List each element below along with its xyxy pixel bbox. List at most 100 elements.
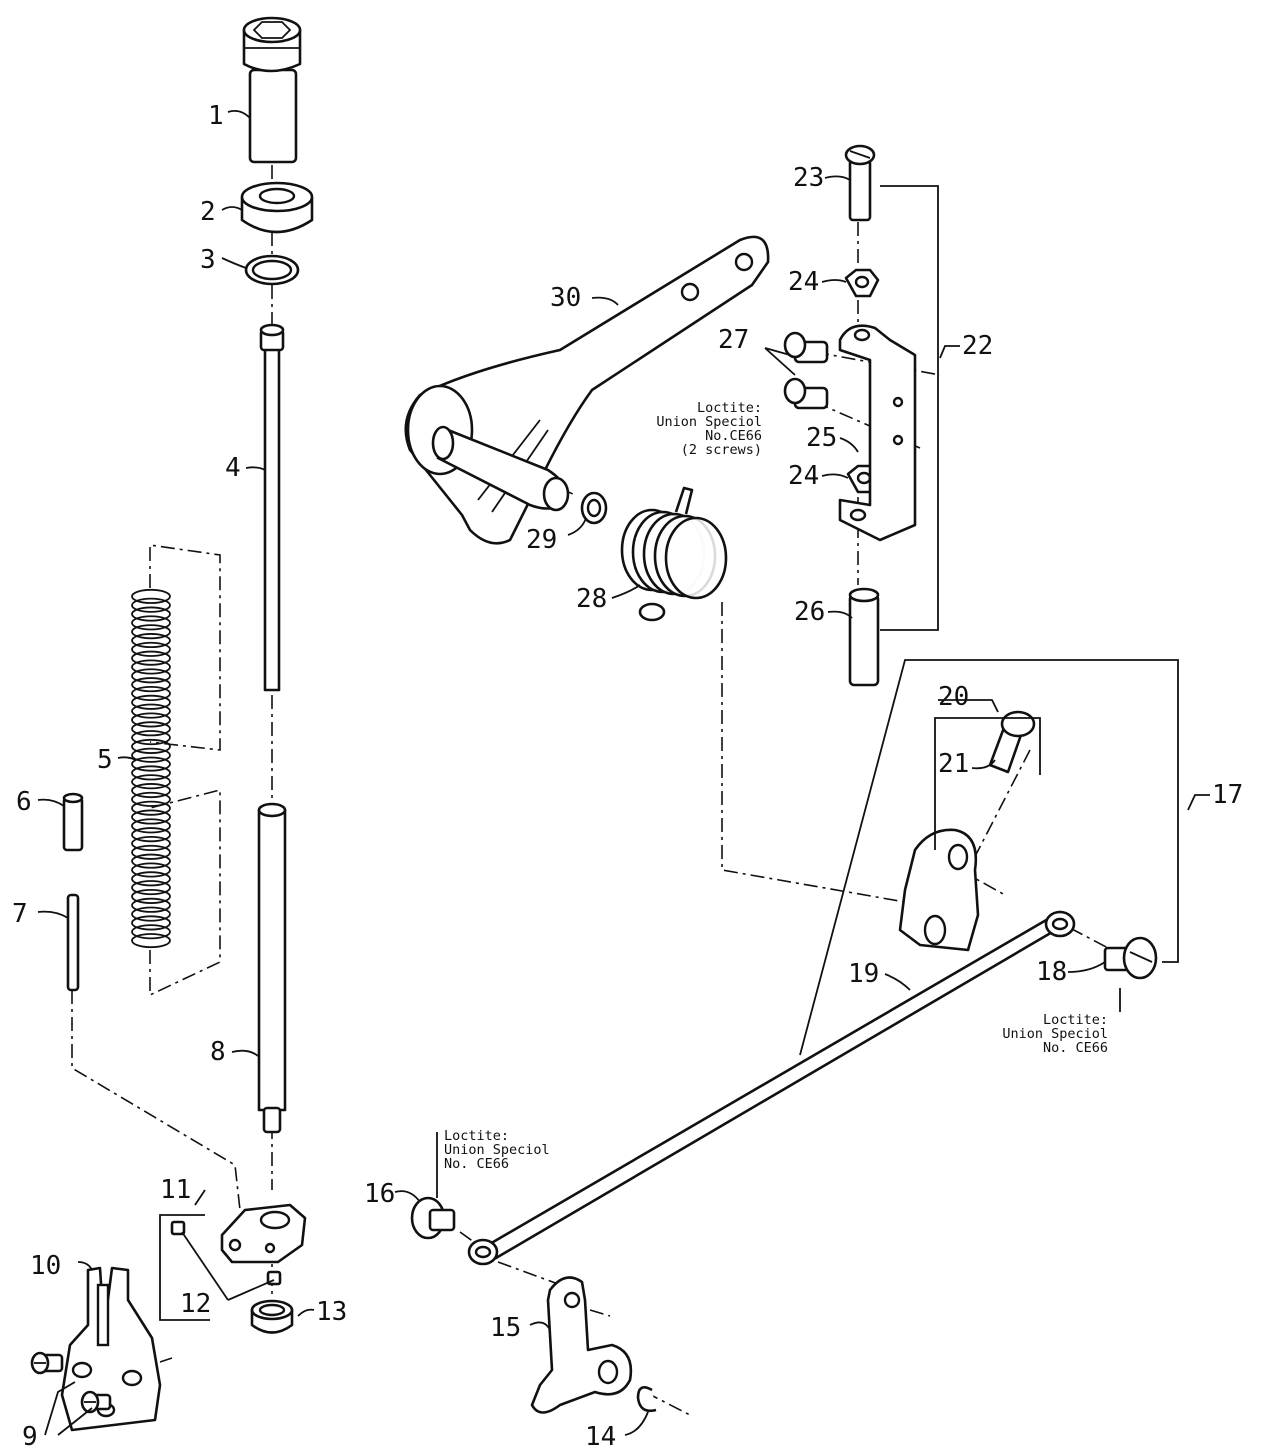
note-27-line-1: Loctite: xyxy=(697,400,762,416)
torsion-coil xyxy=(664,516,728,600)
callout-15: 15 xyxy=(490,1313,521,1343)
note-16-line-3: No. CE66 xyxy=(444,1156,509,1172)
callout-30: 30 xyxy=(550,283,581,313)
callout-24-upper: 24 xyxy=(788,267,819,297)
callout-6: 6 xyxy=(16,787,32,817)
callout-21: 21 xyxy=(938,749,969,779)
callout-9: 9 xyxy=(22,1422,38,1452)
part-3-ring xyxy=(244,254,300,286)
torsion-leg xyxy=(674,486,694,515)
group-brackets xyxy=(159,185,1179,1321)
spring-coil xyxy=(131,862,171,878)
part-25-bracket xyxy=(838,324,917,542)
part-30-lever xyxy=(404,235,770,545)
spring-coil xyxy=(131,650,171,666)
spring-coil xyxy=(131,685,171,702)
part-24-nut-upper xyxy=(844,268,880,298)
note-part-27: Loctite: Union Speciol No.CE66 (2 screws… xyxy=(656,400,762,458)
part-19-link xyxy=(467,910,1076,1266)
note-18-line-1: Loctite: xyxy=(1043,1012,1108,1028)
callout-18: 18 xyxy=(1036,957,1067,987)
callout-20: 20 xyxy=(938,682,969,712)
callout-2: 2 xyxy=(200,197,216,227)
spring-coil xyxy=(131,774,171,790)
note-18-line-2: Union Speciol xyxy=(1002,1026,1108,1042)
spring-coil xyxy=(131,844,171,860)
spring-coil xyxy=(131,703,171,719)
callout-16: 16 xyxy=(364,1179,395,1209)
callout-17: 17 xyxy=(1212,780,1243,810)
callout-labels: 1 2 3 4 5 6 7 8 9 10 11 12 13 14 15 16 1… xyxy=(12,101,1243,1452)
callout-23: 23 xyxy=(793,163,824,193)
part-16-shoulder-screw xyxy=(410,1196,456,1240)
part-4-rod xyxy=(259,323,285,692)
spring-coil xyxy=(131,827,171,843)
part-7-pin xyxy=(66,893,80,992)
spring-coil xyxy=(131,712,171,728)
part-6-sleeve xyxy=(62,792,84,852)
spring-coil xyxy=(131,791,171,807)
spring-coil xyxy=(131,738,171,754)
callout-27: 27 xyxy=(718,325,749,355)
part-15-lever xyxy=(530,1276,633,1414)
callout-11: 11 xyxy=(160,1175,191,1205)
torsion-hook xyxy=(638,602,666,622)
spring-coil xyxy=(131,835,171,852)
part-11-clamp xyxy=(170,1203,307,1264)
note-27-line-4: (2 screws) xyxy=(681,442,762,458)
spring-coil xyxy=(131,677,171,693)
spring-coil xyxy=(131,888,171,904)
note-18-line-3: No. CE66 xyxy=(1043,1040,1108,1056)
spring-coil xyxy=(131,668,171,684)
spring-coil xyxy=(131,588,171,604)
part-29-washer xyxy=(580,491,608,525)
callout-5: 5 xyxy=(97,745,113,775)
part-21-screw xyxy=(988,710,1036,774)
callout-26: 26 xyxy=(794,597,825,627)
spring-coil xyxy=(131,897,171,913)
callout-19: 19 xyxy=(848,959,879,989)
spring-coil xyxy=(131,809,171,825)
spring-coil xyxy=(131,756,171,772)
part-28-torsion-spring xyxy=(620,486,728,622)
callout-12: 12 xyxy=(180,1289,211,1319)
part-2-bushing xyxy=(240,181,314,234)
part-9-screws xyxy=(30,1351,112,1414)
note-16-line-1: Loctite: xyxy=(444,1128,509,1144)
note-part-18: Loctite: Union Speciol No. CE66 xyxy=(1002,1012,1108,1056)
part-5-spring xyxy=(131,588,171,949)
spring-coil xyxy=(131,783,171,799)
note-part-16: Loctite: Union Speciol No. CE66 xyxy=(444,1128,550,1172)
spring-coil xyxy=(131,818,171,834)
callout-7: 7 xyxy=(12,899,28,929)
part-8-shaft xyxy=(257,802,287,1134)
spring-coil xyxy=(131,747,171,763)
spring-coil xyxy=(131,633,171,649)
spring-coil xyxy=(131,694,171,710)
spring-coil xyxy=(131,915,171,931)
note-27-line-3: No.CE66 xyxy=(705,428,762,444)
spring-coil xyxy=(131,800,171,816)
part-13-cup xyxy=(250,1299,294,1334)
callout-13: 13 xyxy=(316,1297,347,1327)
part-18-shoulder-screw xyxy=(1103,936,1158,980)
spring-coil xyxy=(131,606,171,622)
callout-24-lower: 24 xyxy=(788,461,819,491)
spring-coil xyxy=(131,659,171,675)
callout-14: 14 xyxy=(585,1422,616,1452)
note-27-line-2: Union Speciol xyxy=(656,414,762,430)
callout-29: 29 xyxy=(526,525,557,555)
part-23-screw xyxy=(844,144,876,222)
spring-coil xyxy=(131,924,171,940)
spring-coil xyxy=(131,880,171,896)
callout-8: 8 xyxy=(210,1037,226,1067)
spring-coil xyxy=(131,597,171,613)
part-27-screws xyxy=(783,331,829,410)
spring-coil xyxy=(131,624,171,640)
spring-coil xyxy=(131,721,171,737)
spring-coil xyxy=(131,730,171,746)
spring-coil xyxy=(131,853,171,869)
callout-28: 28 xyxy=(576,584,607,614)
spring-coil xyxy=(131,871,171,887)
part-14-retaining-ring xyxy=(636,1386,657,1413)
